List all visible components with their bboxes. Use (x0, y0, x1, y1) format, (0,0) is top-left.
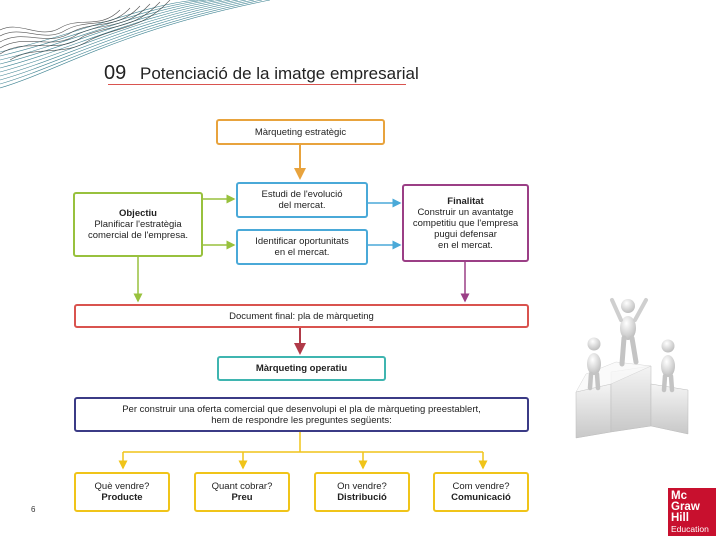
market-study-box: Estudi de l'evolució del mercat. (236, 182, 368, 218)
construct-box: Per construir una oferta comercial que d… (74, 397, 529, 432)
objective-line2: comercial de l'empresa. (87, 230, 189, 241)
answer-price: Preu (231, 492, 253, 503)
document-box: Document final: pla de màrqueting (74, 304, 529, 328)
podium-illustration (575, 298, 689, 439)
objective-title: Objectiu (118, 208, 157, 219)
objective-line1: Planificar l'estratègia (94, 219, 182, 230)
question-box-price: Quant cobrar? Preu (194, 472, 290, 512)
opportunities-line1: Identificar oportunitats (255, 236, 349, 247)
question-communication: Com vendre? (452, 481, 510, 492)
finality-line4: en el mercat. (438, 239, 493, 251)
construct-line2: hem de respondre les preguntes següents: (211, 414, 392, 426)
operative-marketing-box: Màrqueting operatiu (217, 356, 386, 381)
finality-line3: pugui defensar (434, 228, 497, 240)
finality-line2: competitiu que l'empresa (412, 217, 519, 229)
question-product: Què vendre? (94, 481, 150, 492)
document-label: Document final: pla de màrqueting (229, 310, 374, 322)
logo-line1: Mc (671, 490, 687, 502)
market-study-line2: del mercat. (278, 200, 326, 211)
title-underline (108, 84, 406, 85)
question-box-communication: Com vendre? Comunicació (433, 472, 529, 512)
opportunities-box: Identificar oportunitats en el mercat. (236, 229, 368, 265)
decorative-wave-graphic (0, 0, 271, 89)
logo-line3: Hill (671, 512, 689, 524)
objective-box: Objectiu Planificar l'estratègia comerci… (73, 192, 203, 257)
strategic-marketing-label: Màrqueting estratègic (254, 126, 347, 138)
question-box-distribution: On vendre? Distribució (314, 472, 410, 512)
market-study-line1: Estudi de l'evolució (261, 189, 343, 200)
finality-line1: Construir un avantatge (417, 206, 514, 218)
finality-box: Finalitat Construir un avantatge competi… (402, 184, 529, 262)
page-title: Potenciació de la imatge empresarial (140, 64, 419, 83)
finality-title: Finalitat (447, 195, 484, 207)
slide-number: 09 (104, 62, 127, 84)
logo-line4: Education (671, 524, 709, 534)
construct-line1: Per construir una oferta comercial que d… (122, 403, 481, 415)
question-price: Quant cobrar? (211, 481, 273, 492)
answer-communication: Comunicació (451, 492, 511, 503)
answer-distribution: Distribució (337, 492, 387, 503)
mcgraw-hill-logo: Mc Graw Hill Education (668, 488, 716, 536)
page-number: 6 (31, 505, 36, 514)
logo-line2: Graw (671, 501, 700, 513)
question-distribution: On vendre? (337, 481, 387, 492)
opportunities-line2: en el mercat. (274, 247, 330, 258)
strategic-marketing-box: Màrqueting estratègic (216, 119, 385, 145)
question-box-product: Què vendre? Producte (74, 472, 170, 512)
answer-product: Producte (101, 492, 143, 503)
operative-marketing-label: Màrqueting operatiu (255, 363, 348, 374)
